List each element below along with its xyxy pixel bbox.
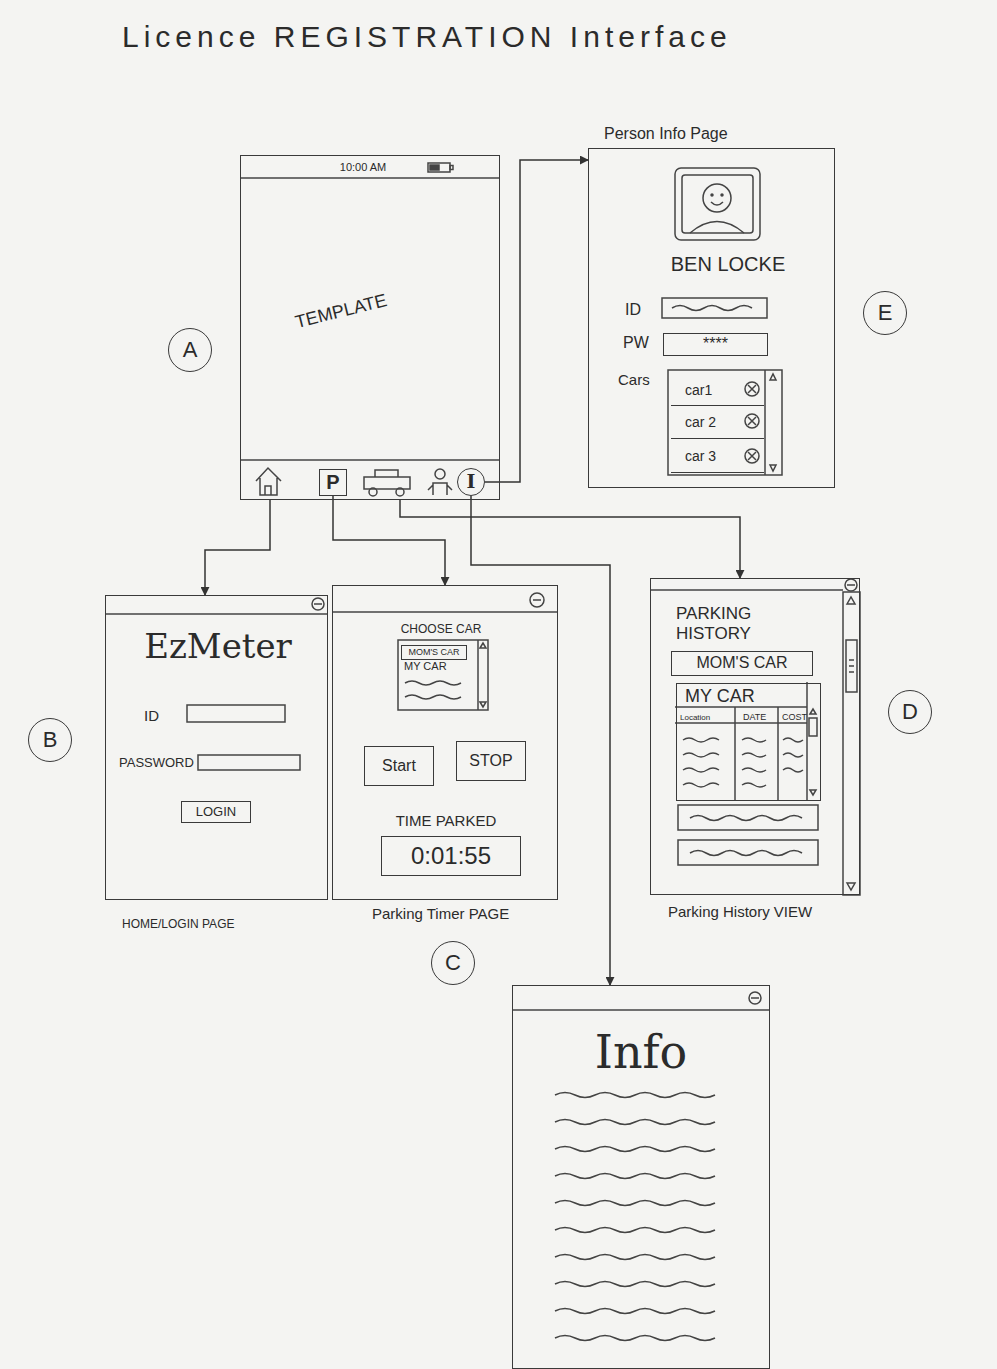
page-caption: Parking Timer PAGE: [372, 905, 509, 922]
node-text: 0:01:55: [411, 842, 491, 870]
node-text: D: [902, 699, 918, 724]
node-text: ID: [625, 301, 641, 319]
callout-letter: D: [888, 690, 932, 734]
node-text: Start: [382, 757, 416, 775]
profile-photo: [675, 168, 760, 240]
node-text: 10:00 AM: [340, 161, 386, 174]
node-text: LOGIN: [196, 805, 236, 820]
node-text: ID: [144, 707, 159, 724]
history-table: [675, 682, 818, 865]
page-caption: Parking History VIEW: [668, 903, 812, 920]
home-icon: [256, 468, 281, 495]
phone-screen: 10:00 AM TEMPLATE P I: [240, 155, 500, 500]
callout-letter: B: [28, 718, 72, 762]
node-text: MOM'S CAR: [696, 654, 787, 672]
connector-arrow: [205, 500, 270, 595]
list-row: car 3: [671, 441, 764, 473]
password-field: ****: [663, 333, 768, 356]
tab-button: P: [319, 469, 347, 496]
car-choice-list: [398, 640, 488, 710]
button: STOP: [456, 741, 526, 781]
node-text: Person Info Page: [604, 125, 728, 143]
history-scrollbar: [843, 592, 860, 895]
person-icon: [428, 469, 452, 495]
input-fields: [187, 298, 767, 770]
diagram-title: Licence REGISTRATION Interface: [122, 20, 732, 55]
node-text: DATE: [743, 712, 766, 722]
connector-arrow: [485, 160, 588, 482]
node-text: TEMPLATE: [293, 290, 389, 333]
timer-display: 0:01:55: [381, 836, 521, 876]
node-text: PARKING HISTORY: [676, 604, 791, 643]
node-text: B: [43, 727, 58, 752]
node-text: MY CAR: [685, 686, 755, 707]
node-text: PW: [623, 334, 649, 352]
phone-chrome: [240, 163, 500, 460]
callout-letter: E: [863, 291, 907, 335]
callout-letter: C: [431, 941, 475, 985]
node-text: EzMeter: [144, 627, 292, 666]
page-caption: HOME/LOGIN PAGE: [122, 918, 234, 932]
node-text: E: [878, 300, 893, 325]
node-text: I: [467, 471, 476, 493]
callout-letter: A: [168, 328, 212, 372]
phone-screen: CHOOSE CAR MY CAR TIME PARKED MOM'S CAR Star…: [332, 585, 558, 900]
node-text: Info: [595, 1026, 688, 1079]
node-text: MY CAR: [404, 660, 447, 673]
node-text: car1: [685, 382, 712, 398]
node-text: CHOOSE CAR: [401, 623, 482, 637]
phone-screen: PARKING HISTORY MOM'S CAR MY CAR Location DA…: [650, 578, 860, 895]
node-text: TIME PARKED: [396, 812, 497, 829]
node-text: PASSWORD: [119, 756, 194, 771]
phone-screen: Info: [512, 985, 770, 1369]
node-text: MOM'S CAR: [408, 647, 459, 657]
node-text: Cars: [618, 371, 650, 388]
node-text: STOP: [469, 752, 512, 770]
tab-button: I: [457, 468, 485, 496]
node-text: ****: [703, 335, 728, 353]
connector-arrow: [400, 500, 740, 578]
node-text: P: [326, 471, 339, 494]
screen-bars: [105, 579, 857, 1010]
list-item: MOM'S CAR: [401, 645, 467, 660]
node-text: COST: [782, 712, 807, 722]
node-text: BEN LOCKE: [671, 253, 785, 276]
car-box: MOM'S CAR: [671, 651, 813, 676]
connector-arrow: [333, 496, 445, 585]
history-table: MY CAR Location DATE COST: [676, 683, 821, 801]
info-text-lines: [555, 1093, 715, 1341]
node-text: C: [445, 950, 461, 975]
phone-screen: EzMeterID PASSWORD LOGIN: [105, 595, 328, 900]
node-text: car 3: [685, 448, 716, 464]
cars-list: [668, 370, 782, 475]
button: LOGIN: [181, 801, 251, 823]
list-row: car1: [671, 375, 764, 406]
node-text: A: [183, 337, 198, 362]
button: Start: [364, 746, 434, 786]
list-row: car 2: [671, 407, 764, 439]
car-icon: [364, 470, 410, 496]
node-text: Location: [680, 713, 710, 722]
node-text: car 2: [685, 414, 716, 430]
phone-screen: Person Info PageBEN LOCKEIDPWCars****car…: [588, 148, 835, 488]
